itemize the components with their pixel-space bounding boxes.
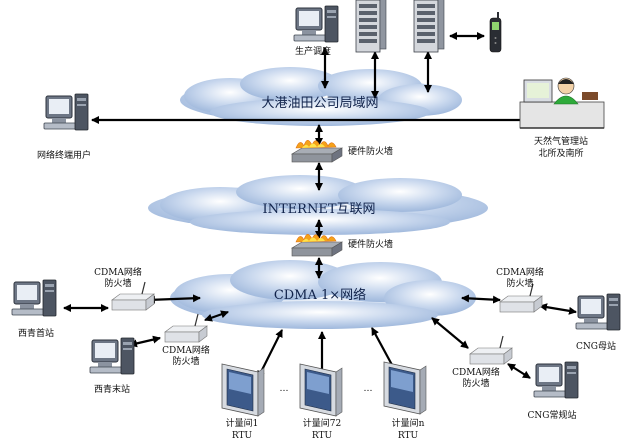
- cdma-firewall-mid-label-line1: CDMA网络: [162, 346, 210, 356]
- rtun-name-label: 计量间n: [391, 419, 425, 429]
- cdma-right-link: [461, 294, 501, 304]
- mobile-phone-icon: [489, 12, 502, 53]
- cdma-firewall-right-label-line1: CDMA网络: [496, 268, 544, 278]
- cng-regular-link: [507, 363, 531, 379]
- cdma-cloud-label: CDMA 1×网络: [273, 288, 367, 303]
- rtu-ellipsis-right: …: [363, 384, 373, 394]
- rtu72-type-label: RTU: [311, 431, 333, 441]
- cdma-mid-link: [204, 310, 229, 322]
- rtu-terminal-icon: [383, 361, 427, 415]
- hardware-firewall-top-label: 硬件防火墙: [348, 147, 394, 157]
- gas-station-label-line1: 天然气管理站: [533, 137, 589, 147]
- rtun-type-label: RTU: [397, 431, 419, 441]
- gas-station-label-line2: 北所及南所: [538, 149, 584, 159]
- cdma-rb-link: [431, 317, 469, 349]
- internet-cloud-label: INTERNET互联网: [262, 202, 376, 217]
- cng-mother-station-label: CNG母站: [576, 342, 616, 352]
- cdma-firewall-left-label-line1: CDMA网络: [94, 268, 142, 278]
- server-icon: [355, 0, 387, 53]
- network-user-label: 网络终端用户: [36, 151, 92, 161]
- rtu1-name-label: 计量间1: [225, 419, 259, 429]
- gas-station-operator-icon: [519, 77, 605, 129]
- production-dispatch-label: 生产调度: [294, 47, 332, 57]
- dispatch-computer-icon: [293, 5, 339, 43]
- xiqing-head-station-icon: [11, 279, 57, 317]
- cdma-firewall-left-label-line2: 防火墙: [104, 279, 132, 289]
- cng-mother-station-icon: [575, 293, 621, 331]
- cng-mother-link: [539, 303, 577, 315]
- cdma-firewall-mid-label-line2: 防火墙: [172, 357, 200, 367]
- internet-cloud: [148, 175, 488, 235]
- hardware-firewall-top-icon: [291, 139, 343, 163]
- cng-regular-station-icon: [533, 361, 579, 399]
- network-user-computer-icon: [43, 93, 89, 131]
- rtu-terminal-icon: [299, 363, 343, 417]
- hardware-firewall-bottom-label: 硬件防火墙: [348, 240, 394, 250]
- cdma-firewall-rb-icon: [469, 335, 513, 365]
- lan-cloud-label: 大港油田公司局域网: [261, 96, 379, 111]
- cng-regular-station-label: CNG常规站: [527, 411, 577, 421]
- cdma-firewall-right-label-line2: 防火墙: [506, 279, 534, 289]
- cdma-firewall-mid-icon: [164, 313, 208, 343]
- rtu72-name-label: 计量间72: [302, 419, 342, 429]
- cdma-cloud: [170, 260, 476, 329]
- cdma-firewall-rb-label-line1: CDMA网络: [452, 368, 500, 378]
- cdma-firewall-rb-label-line2: 防火墙: [462, 379, 490, 389]
- rtu-ellipsis-left: …: [279, 384, 289, 394]
- cdma-left-link: [147, 294, 201, 304]
- xiqing-end-station-label: 西青末站: [93, 385, 131, 395]
- rtu-terminal-icon: [221, 363, 265, 417]
- xiqing-head-station-label: 西青首站: [17, 329, 55, 339]
- server-icon: [413, 0, 445, 53]
- xiqing-end-link: [129, 335, 161, 348]
- hardware-firewall-bottom-icon: [291, 233, 343, 257]
- xiqing-end-station-icon: [89, 337, 135, 375]
- rtu1-type-label: RTU: [231, 431, 253, 441]
